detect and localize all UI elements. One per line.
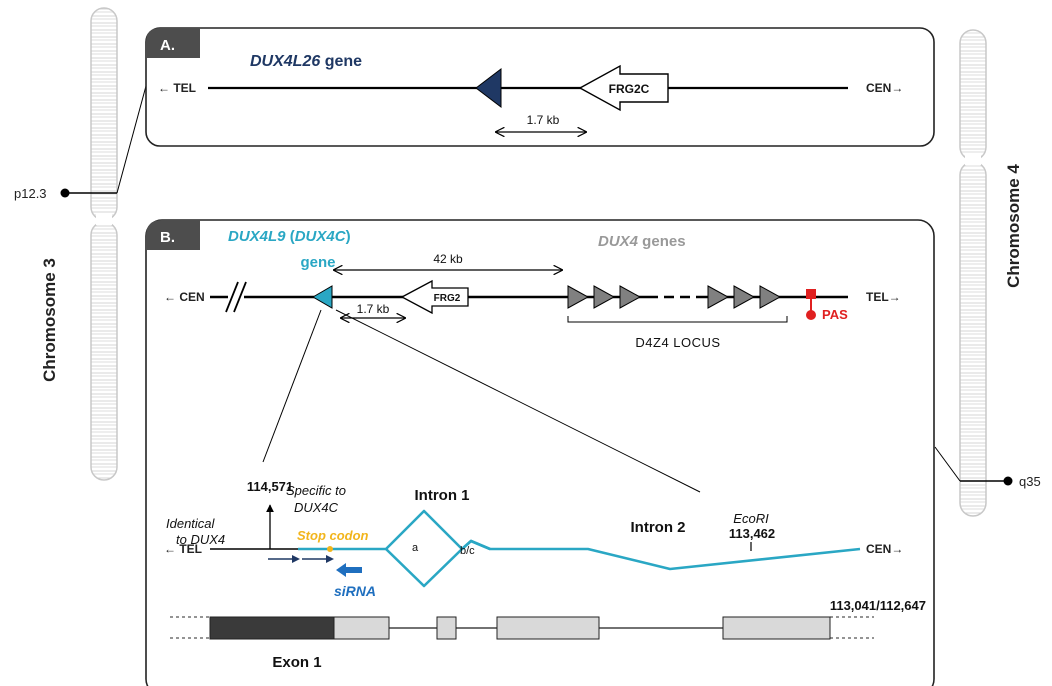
end-coord-label: 113,041/112,647 xyxy=(830,598,926,613)
ecori-label: EcoRI xyxy=(733,511,769,526)
dux4l9-name: DUX4L9 xyxy=(228,228,286,245)
stop-codon-label: Stop codon xyxy=(297,528,369,543)
intron1-a-label: a xyxy=(412,542,419,554)
panel-a-tag: A. xyxy=(160,37,175,54)
intron1-inner-splice xyxy=(385,539,491,588)
detail-right-end: CEN→ xyxy=(866,542,903,556)
panel-a-gene-title: DUX4L26 gene xyxy=(250,53,362,70)
panel-b-tag: B. xyxy=(160,229,175,246)
panel-a-gene-name: DUX4L26 xyxy=(250,53,320,70)
zoom-line-left xyxy=(262,309,322,463)
frg2-label: FRG2 xyxy=(434,293,461,304)
gene-alias-open: ( xyxy=(286,228,295,245)
dux4-genes-italic: DUX4 xyxy=(598,233,639,250)
panel-a-distance-label: 1.7 kb xyxy=(527,113,560,127)
intron1-bc-label: b/c xyxy=(460,545,475,557)
panel-b-distance-short-label: 1.7 kb xyxy=(357,302,390,316)
panel-b-distance-long-label: 42 kb xyxy=(433,252,463,266)
exon1-label: Exon 1 xyxy=(272,654,321,671)
identical-label-line2: to DUX4 xyxy=(176,532,225,547)
sirna-arrow-icon xyxy=(336,563,362,577)
exon3-block xyxy=(496,616,600,640)
exon1-coding-block xyxy=(209,616,335,640)
band-marker-q35 xyxy=(960,476,1013,486)
ecori-coord-label: 113,462 xyxy=(729,526,775,541)
gene-structure xyxy=(170,616,874,640)
d4z4-locus-label: D4Z4 LOCUS xyxy=(635,335,720,350)
band-label-q35: q35 xyxy=(1019,474,1041,489)
detail-left-end: ← TEL xyxy=(164,542,202,556)
primer-arrows xyxy=(268,555,334,563)
chromosome-4 xyxy=(959,29,987,517)
pas-label: PAS xyxy=(822,307,848,322)
identical-label-line1: Identical xyxy=(166,516,216,531)
panel-b-left-end: ← CEN xyxy=(164,290,205,304)
exon4-block xyxy=(722,616,831,640)
dux4-genes-title: DUX4 genes xyxy=(598,233,686,250)
frg2c-arrow-icon xyxy=(578,64,669,112)
intron2-label: Intron 2 xyxy=(631,519,686,536)
break-mark-icon xyxy=(225,281,247,313)
zoom-line-right xyxy=(335,309,701,493)
dux4-repeat-icons xyxy=(567,285,782,309)
dux4-genes-suffix: genes xyxy=(638,233,686,250)
stop-codon-marker xyxy=(327,546,333,552)
coord-start-label: 114,571 xyxy=(247,479,293,494)
sirna-label: siRNA xyxy=(334,583,376,599)
zoom-line-chr4 xyxy=(934,446,961,482)
gene-alias-close: ) xyxy=(346,228,351,245)
intron1-label: Intron 1 xyxy=(415,487,470,504)
specific-label-line2: DUX4C xyxy=(294,500,339,515)
panel-b-gene-word: gene xyxy=(300,254,335,271)
zoom-line-chr3 xyxy=(116,85,147,194)
frg2c-label: FRG2C xyxy=(609,82,650,96)
exon2-block xyxy=(436,616,457,640)
panel-b-gene-title: DUX4L9 (DUX4C) xyxy=(228,228,351,245)
specific-label-line1: Specific to xyxy=(286,483,346,498)
panel-a-tag-bg xyxy=(146,28,200,58)
panel-a-gene-suffix: gene xyxy=(320,53,362,70)
dux4l26-gene-icon xyxy=(475,67,502,109)
pas-marker-icon xyxy=(806,289,816,320)
dux4c-alias: DUX4C xyxy=(295,228,347,245)
dux4c-gene-icon xyxy=(312,285,333,309)
d4z4-locus-bracket xyxy=(567,316,788,323)
chromosome-3-label: Chromosome 3 xyxy=(40,258,59,382)
panel-a-left-end: ← TEL xyxy=(158,81,196,95)
frg2-arrow-icon xyxy=(400,279,469,315)
panel-b-tag-bg xyxy=(146,220,200,250)
band-label-p12-3: p12.3 xyxy=(14,186,47,201)
panel-a-right-end: CEN→ xyxy=(866,81,903,95)
exon1-utr-block xyxy=(333,616,390,640)
panel-b-right-end: TEL→ xyxy=(866,290,901,304)
chromosome-4-label: Chromosome 4 xyxy=(1004,164,1023,288)
chromosome-3 xyxy=(90,7,118,481)
band-marker-p12-3 xyxy=(60,188,117,198)
